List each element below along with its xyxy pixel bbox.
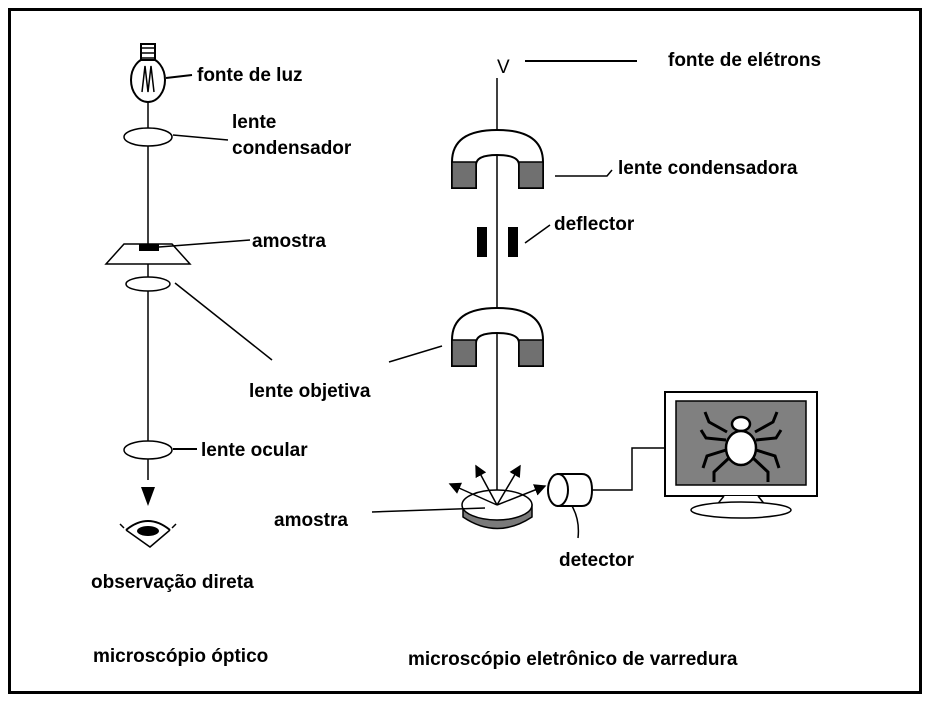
objective-leader-optical <box>174 282 273 361</box>
optical-axis-arrowhead <box>141 487 155 506</box>
label-objective-lens: lente objetiva <box>249 381 371 402</box>
ocular-lens <box>123 440 173 460</box>
condenser-magnetic-lens <box>451 128 544 189</box>
spider-icon <box>699 411 783 482</box>
scanning-electron-microscope: V <box>274 50 821 670</box>
electron-source-symbol: V <box>497 57 510 78</box>
caption-sem: microscópio eletrônico de varredura <box>408 649 738 670</box>
condenser-leader-sem <box>555 169 613 177</box>
condenser-leader <box>172 134 229 141</box>
label-ocular-lens: lente ocular <box>201 440 308 461</box>
sample-stage <box>104 243 192 265</box>
label-condenser-line2: condensador <box>232 138 352 159</box>
label-light-source: fonte de luz <box>197 65 303 86</box>
deflector-leader <box>524 224 551 244</box>
label-condenser-line1: lente <box>232 112 276 133</box>
optical-sample <box>139 244 159 251</box>
scatter-arrow-1 <box>448 482 498 506</box>
label-sample-optical: amostra <box>252 231 326 252</box>
sample-leader-sem <box>371 507 486 513</box>
detector-leader <box>571 505 580 539</box>
label-sample-sem: amostra <box>274 510 348 531</box>
label-electron-source: fonte de elétrons <box>668 50 821 71</box>
condenser-lens-optical <box>123 127 173 147</box>
scatter-arrow-2 <box>475 464 498 506</box>
eye-icon <box>119 520 177 548</box>
label-condenser-sem: lente condensadora <box>618 158 798 179</box>
detector-cable <box>592 447 665 491</box>
sample-leader <box>158 239 251 248</box>
label-deflector: deflector <box>554 214 635 235</box>
caption-optical-microscope: microscópio óptico <box>93 646 268 667</box>
light-source-leader <box>165 74 193 79</box>
objective-lens-optical <box>125 276 171 292</box>
objective-magnetic-lens <box>451 306 544 367</box>
label-detector: detector <box>559 550 635 571</box>
label-direct-observation: observação direta <box>91 572 254 593</box>
detector-icon <box>547 473 594 507</box>
scatter-arrow-3 <box>496 464 521 506</box>
deflector-plate-right <box>508 227 518 257</box>
objective-leader-sem <box>388 345 443 363</box>
optical-microscope: fonte de luz lente condensador amostra l… <box>91 43 371 667</box>
deflector-plate-left <box>477 227 487 257</box>
light-bulb-icon <box>130 43 166 103</box>
scatter-arrow-4 <box>496 484 547 506</box>
